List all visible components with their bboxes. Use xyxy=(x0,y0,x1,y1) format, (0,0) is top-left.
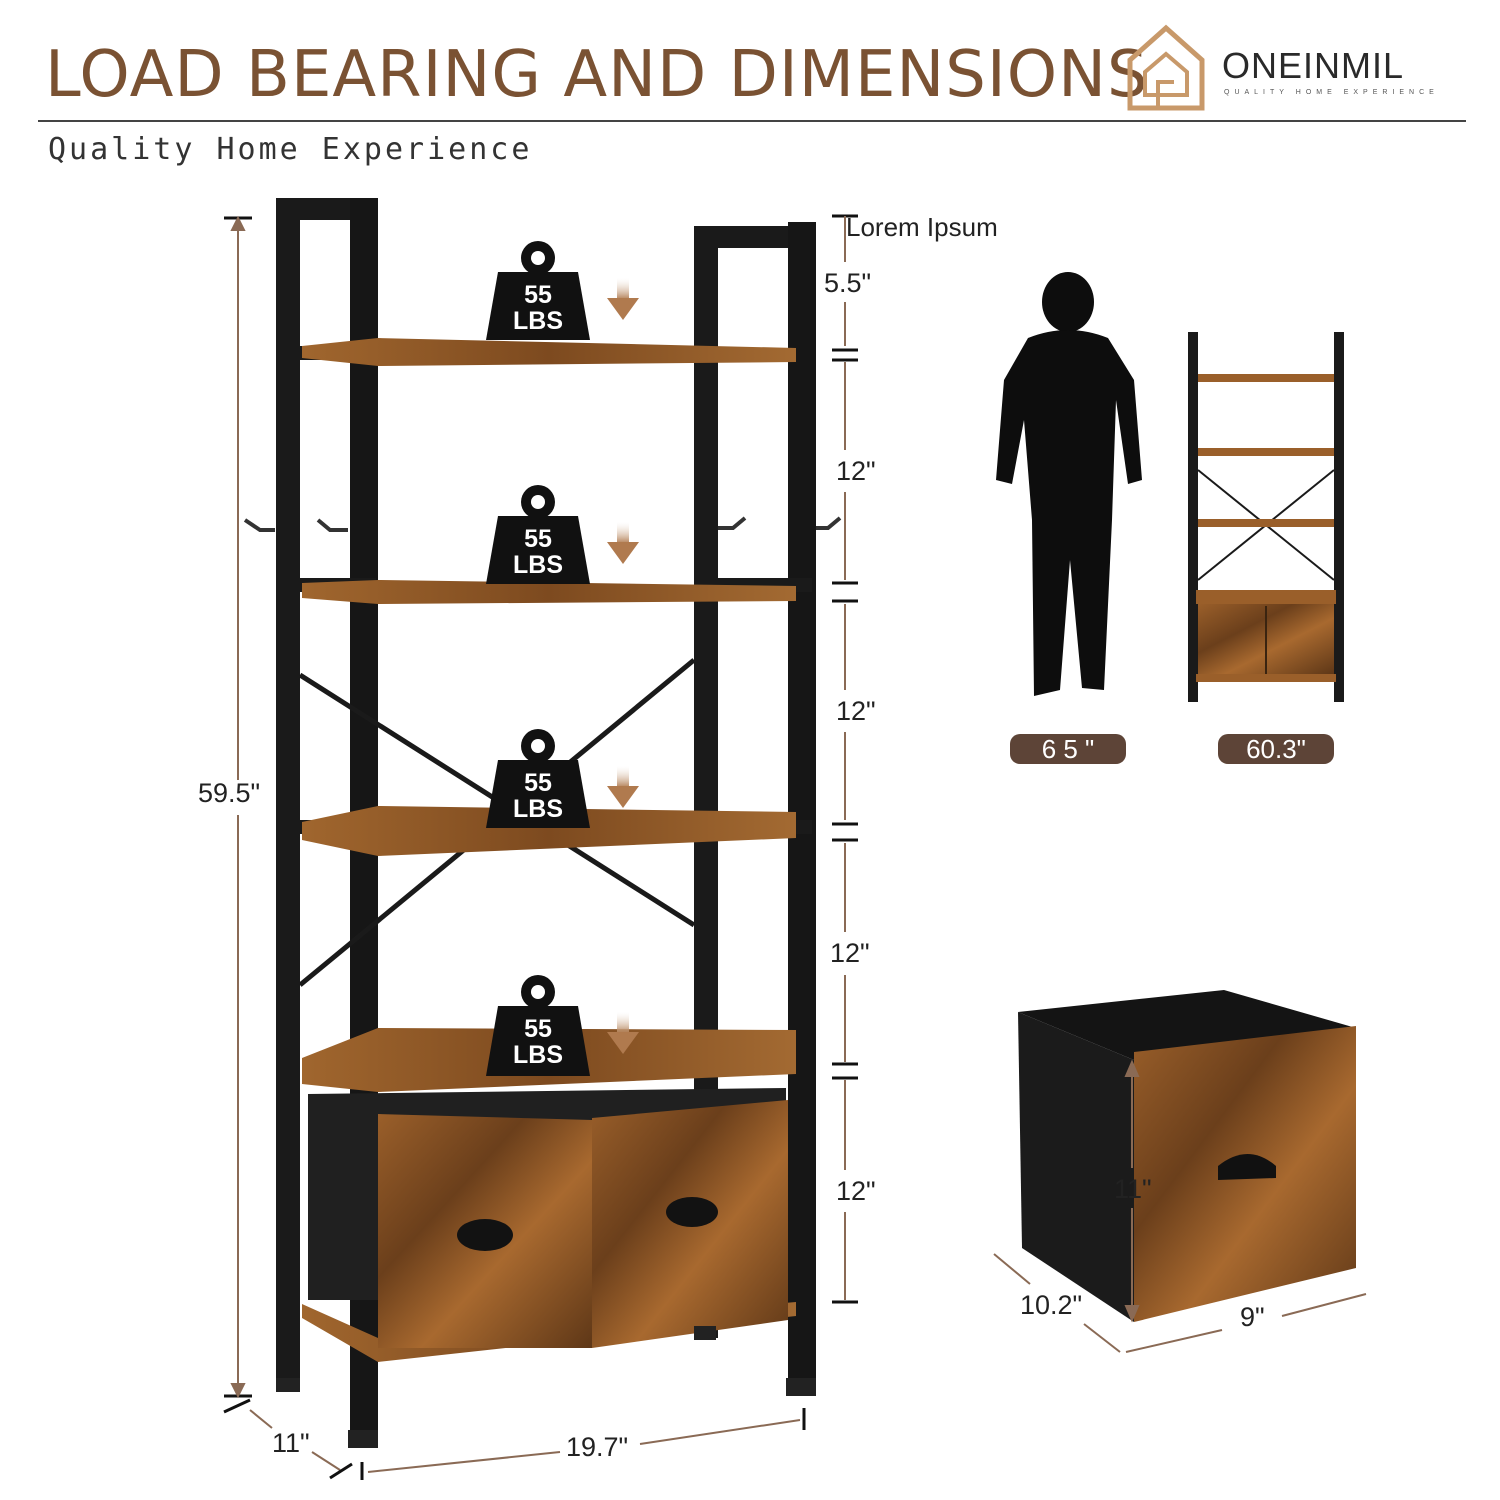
gap-label: 12" xyxy=(830,938,870,968)
gap-label: 12" xyxy=(836,1176,876,1206)
weight-icon xyxy=(486,975,590,1076)
bin-width-label: 9" xyxy=(1240,1302,1265,1332)
bin-depth-label: 10.2" xyxy=(1020,1290,1083,1320)
shelf-height-badge: 60.3" xyxy=(1218,734,1334,764)
width-label: 19.7" xyxy=(566,1432,629,1462)
small-shelf-illustration xyxy=(1188,332,1344,702)
bin-height-label: 11" xyxy=(1114,1174,1152,1204)
person-height-badge: 6 5 " xyxy=(1010,734,1126,764)
weight-icon xyxy=(486,485,590,584)
person-silhouette-icon xyxy=(996,272,1142,696)
brand-logo-icon xyxy=(1127,24,1205,111)
top-clearance-label: 5.5" xyxy=(824,268,872,298)
total-height-label: 59.5" xyxy=(198,778,261,808)
bookshelf-illustration xyxy=(243,198,842,1448)
depth-label: 11" xyxy=(272,1428,310,1458)
gap-label: 12" xyxy=(836,456,876,486)
brand-tagline: QUALITY HOME EXPERIENCE xyxy=(1224,89,1439,96)
note-label: Lorem Ipsum xyxy=(846,212,998,242)
dimension-line-right xyxy=(832,214,858,1304)
weight-icon xyxy=(486,241,590,340)
brand-name: ONEINMIL xyxy=(1222,45,1405,86)
down-arrow-icon xyxy=(607,278,639,320)
storage-bin-illustration xyxy=(1018,990,1356,1322)
header-divider xyxy=(38,120,1466,122)
page-subtitle: Quality Home Experience xyxy=(48,132,533,167)
page-title: LOAD BEARING AND DIMENSIONS xyxy=(45,38,1149,112)
down-arrow-icon xyxy=(607,1012,639,1054)
dimension-line-height xyxy=(224,215,252,1399)
weight-icon xyxy=(486,729,590,828)
gap-label: 12" xyxy=(836,696,876,726)
down-arrow-icon xyxy=(607,766,639,808)
bin-dimension-lines xyxy=(993,1059,1367,1353)
dimension-line-bottom xyxy=(223,1398,806,1480)
down-arrow-icon xyxy=(607,522,639,564)
